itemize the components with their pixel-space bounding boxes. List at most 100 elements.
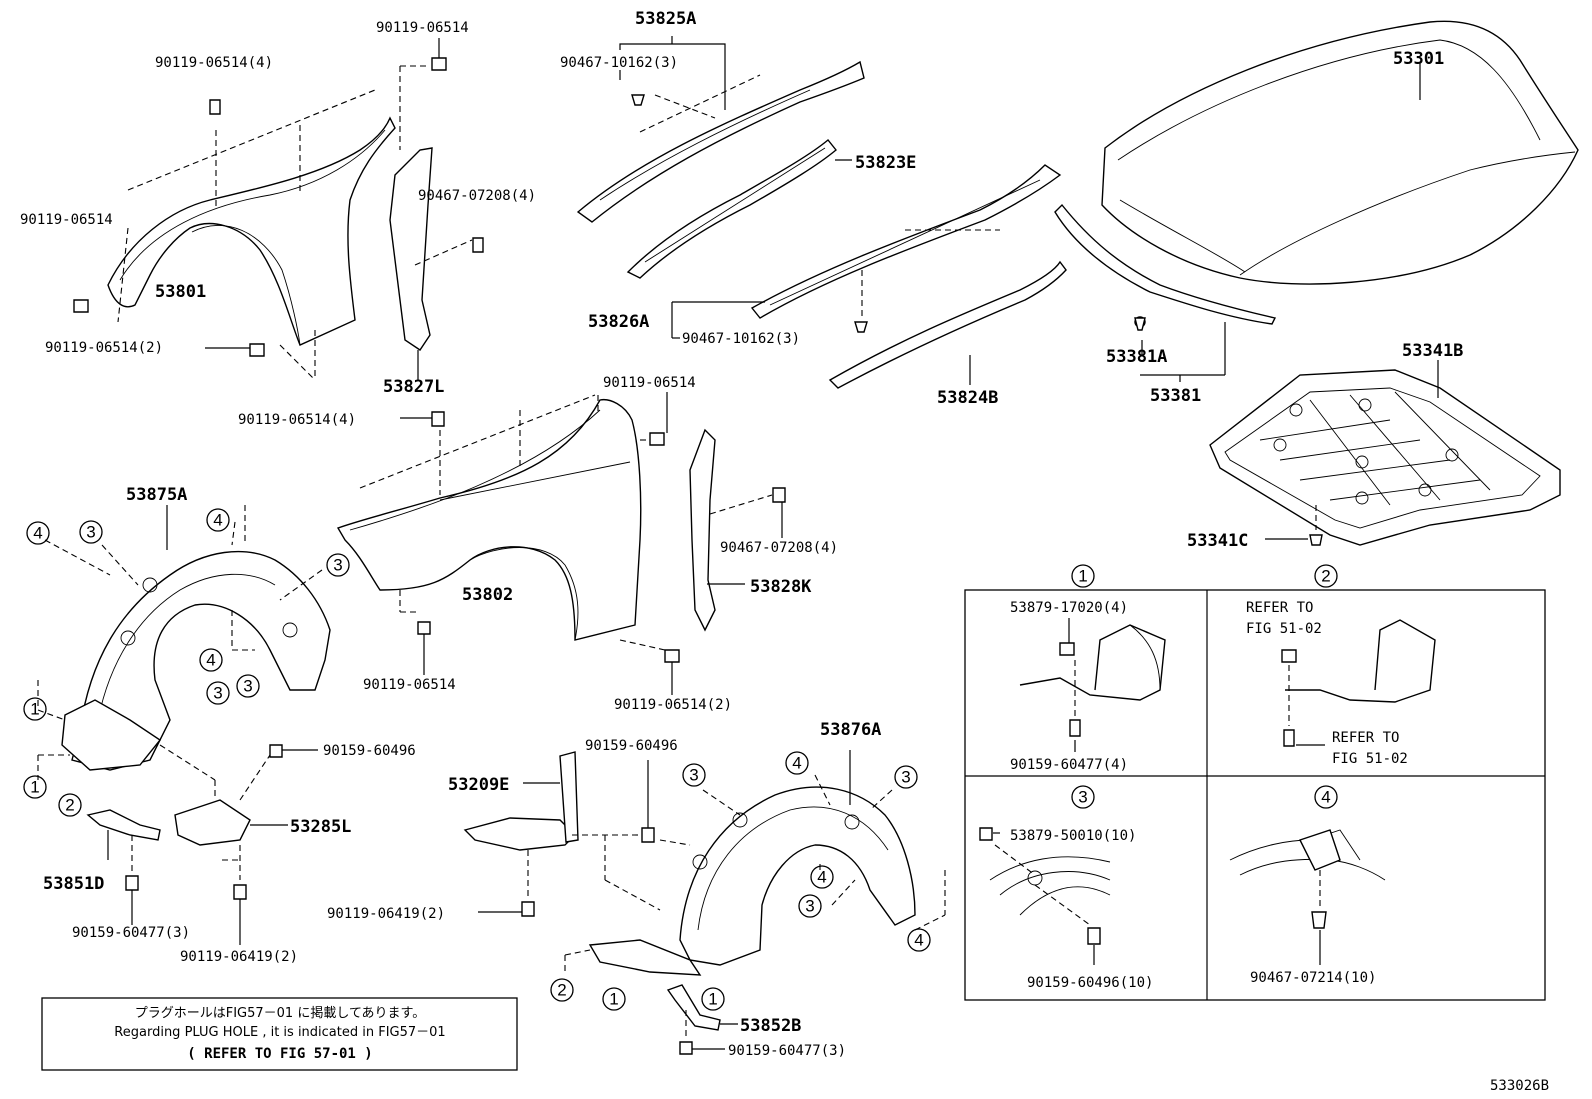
svg-text:3: 3 [86, 523, 95, 542]
marker-4-d: 4 [785, 751, 809, 775]
box3-top-part: 53879-50010(10) [1010, 828, 1136, 844]
label-53823E: 53823E [855, 153, 916, 173]
svg-text:1: 1 [609, 990, 618, 1009]
box3-bottom-part: 90159-60496(10) [1027, 975, 1153, 991]
label-90119-06514-4-b: 90119-06514(4) [238, 412, 356, 428]
label-53825A: 53825A [635, 9, 696, 29]
bracket-53827L [389, 147, 433, 351]
marker-1-d: 1 [701, 987, 725, 1011]
svg-text:1: 1 [30, 700, 39, 719]
svg-text:1: 1 [30, 778, 39, 797]
seal-53825A [576, 60, 865, 223]
box1-top-part: 53879-17020(4) [1010, 600, 1128, 616]
diagram-id: 533026B [1490, 1078, 1549, 1094]
label-90119-06514-2-a: 90119-06514(2) [45, 340, 163, 356]
label-53209E: 53209E [448, 775, 509, 795]
marker-box2: 2 [1314, 564, 1338, 588]
label-90159-60477-3-a: 90159-60477(3) [72, 925, 190, 941]
label-53801: 53801 [155, 282, 206, 302]
label-53802: 53802 [462, 585, 513, 605]
svg-text:2: 2 [65, 796, 74, 815]
label-53826A: 53826A [588, 312, 649, 332]
bracket-53852B [666, 984, 721, 1031]
svg-text:3: 3 [689, 766, 698, 785]
circle-markers: 1 2 3 4 4 3 4 3 4 3 3 1 1 2 3 4 3 4 3 4 … [23, 508, 1338, 1011]
note-line-2: Regarding PLUG HOLE , it is indicated in… [114, 1025, 445, 1040]
box2-refer-top-1: REFER TO [1246, 600, 1313, 616]
marker-2-b: 2 [550, 978, 574, 1002]
bracket-53209E [463, 751, 579, 851]
svg-text:3: 3 [1078, 788, 1087, 807]
label-90467-07208-4-b: 90467-07208(4) [720, 540, 838, 556]
marker-2-a: 2 [58, 793, 82, 817]
marker-box4: 4 [1314, 785, 1338, 809]
fender-liner-53875A [61, 550, 331, 771]
label-90119-06514-left: 90119-06514 [20, 212, 113, 228]
svg-text:4: 4 [792, 754, 801, 773]
marker-box3: 3 [1071, 785, 1095, 809]
marker-3-b: 3 [326, 553, 350, 577]
box2-refer-bot-2: FIG 51-02 [1332, 751, 1408, 767]
note-line-1: プラグホールはFIG57－01 に掲載してあります。 [135, 1005, 426, 1021]
label-90467-10162-3-b: 90467-10162(3) [682, 331, 800, 347]
hood-53301 [1101, 20, 1579, 285]
detail-panel-frame [964, 589, 1546, 1001]
label-53875A: 53875A [126, 485, 187, 505]
svg-text:3: 3 [805, 897, 814, 916]
detail-4-drawing [1229, 829, 1386, 929]
marker-3-d: 3 [236, 674, 260, 698]
label-53876A: 53876A [820, 720, 881, 740]
seal-53823E [626, 139, 837, 279]
svg-text:4: 4 [213, 511, 222, 530]
shield-53285L [174, 799, 251, 846]
note-line-3: ( REFER TO FIG 57-01 ) [187, 1046, 372, 1062]
label-90467-10162-3-a: 90467-10162(3) [560, 55, 678, 71]
detail-2-drawing [1281, 619, 1436, 747]
marker-4-a: 4 [26, 521, 50, 545]
marker-3-f: 3 [894, 765, 918, 789]
label-90119-06514-4-a: 90119-06514(4) [155, 55, 273, 71]
fender-53801 [107, 116, 396, 346]
bracket-53851D [86, 809, 161, 841]
detail-1-drawing [1019, 624, 1166, 737]
svg-text:4: 4 [33, 524, 42, 543]
label-90159-60496-b: 90159-60496 [585, 738, 678, 754]
marker-4-e: 4 [810, 865, 834, 889]
note-box [41, 997, 518, 1071]
marker-box1: 1 [1071, 564, 1095, 588]
box2-refer-top-2: FIG 51-02 [1246, 621, 1322, 637]
svg-text:2: 2 [1321, 567, 1330, 586]
marker-4-f: 4 [907, 928, 931, 952]
label-90119-06514-2-b: 90119-06514(2) [614, 697, 732, 713]
seal-53824B [828, 260, 1067, 389]
marker-4-c: 4 [199, 648, 223, 672]
svg-text:1: 1 [1078, 567, 1087, 586]
label-53301: 53301 [1393, 49, 1444, 69]
svg-text:3: 3 [243, 677, 252, 696]
label-53852B: 53852B [740, 1016, 801, 1036]
label-53828K: 53828K [750, 577, 812, 597]
marker-3-e: 3 [682, 763, 706, 787]
label-90119-06514-top: 90119-06514 [376, 20, 469, 36]
fender-liner-53876A [588, 786, 916, 976]
box4-bottom-part: 90467-07214(10) [1250, 970, 1376, 986]
marker-4-b: 4 [206, 508, 230, 532]
svg-text:4: 4 [914, 931, 923, 950]
box2-refer-bot-1: REFER TO [1332, 730, 1399, 746]
label-90119-06514-mid: 90119-06514 [603, 375, 696, 391]
marker-1-a: 1 [23, 697, 47, 721]
label-53824B: 53824B [937, 388, 998, 408]
detail-3-drawing [979, 827, 1111, 945]
label-53341B: 53341B [1402, 341, 1463, 361]
label-53381A: 53381A [1106, 347, 1167, 367]
marker-3-g: 3 [798, 894, 822, 918]
svg-text:3: 3 [213, 684, 222, 703]
label-90159-60477-3-b: 90159-60477(3) [728, 1043, 846, 1059]
fender-53802 [336, 398, 642, 641]
marker-3-c: 3 [206, 681, 230, 705]
box1-bottom-part: 90159-60477(4) [1010, 757, 1128, 773]
label-90159-60496-a: 90159-60496 [323, 743, 416, 759]
marker-1-c: 1 [602, 987, 626, 1011]
svg-text:4: 4 [817, 868, 826, 887]
